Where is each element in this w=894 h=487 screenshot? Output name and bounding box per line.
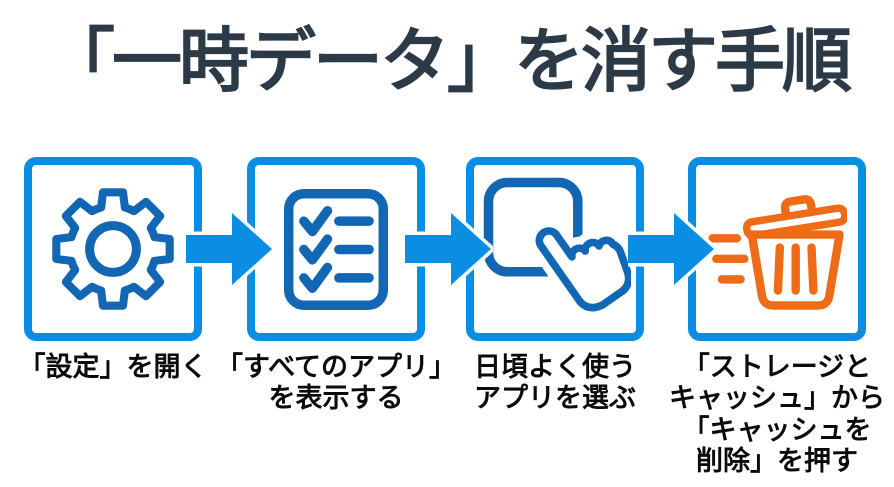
step-caption-clear-cache: 「ストレージと キャッシュ」から 「キャッシュを 削除」を押す xyxy=(627,352,894,477)
tap-icon xyxy=(483,177,631,320)
step-box-open-settings xyxy=(24,157,202,341)
caption-line: 「キャッシュを xyxy=(682,414,872,445)
caption-line: 「ストレージと xyxy=(682,352,872,382)
arrow-right-icon xyxy=(405,209,493,289)
step-box-clear-cache xyxy=(688,157,866,341)
trash-icon xyxy=(708,194,847,310)
page-title: 「一時データ」を消す手順 xyxy=(45,22,852,100)
caption-line: アプリを選ぶ xyxy=(474,383,636,414)
arrow-right-icon xyxy=(628,209,716,289)
step-caption-choose-app: 日頃よく使う アプリを選ぶ xyxy=(405,352,705,415)
caption-line: 日頃よく使う xyxy=(474,352,636,382)
caption-line: 「すべてのアプリ」 xyxy=(215,352,457,382)
arrow-right-icon xyxy=(186,209,274,289)
caption-line: キャッシュ」から xyxy=(669,383,885,414)
caption-line: 削除」を押す xyxy=(696,445,858,476)
gear-icon xyxy=(52,188,174,310)
caption-line: を表示する xyxy=(268,383,404,414)
step-caption-open-settings: 「設定」を開く xyxy=(0,352,263,383)
checklist-icon xyxy=(284,188,388,310)
caption-line: 「設定」を開く xyxy=(18,352,208,382)
step-box-all-apps xyxy=(247,157,425,341)
step-caption-all-apps: 「すべてのアプリ」 を表示する xyxy=(186,352,486,415)
